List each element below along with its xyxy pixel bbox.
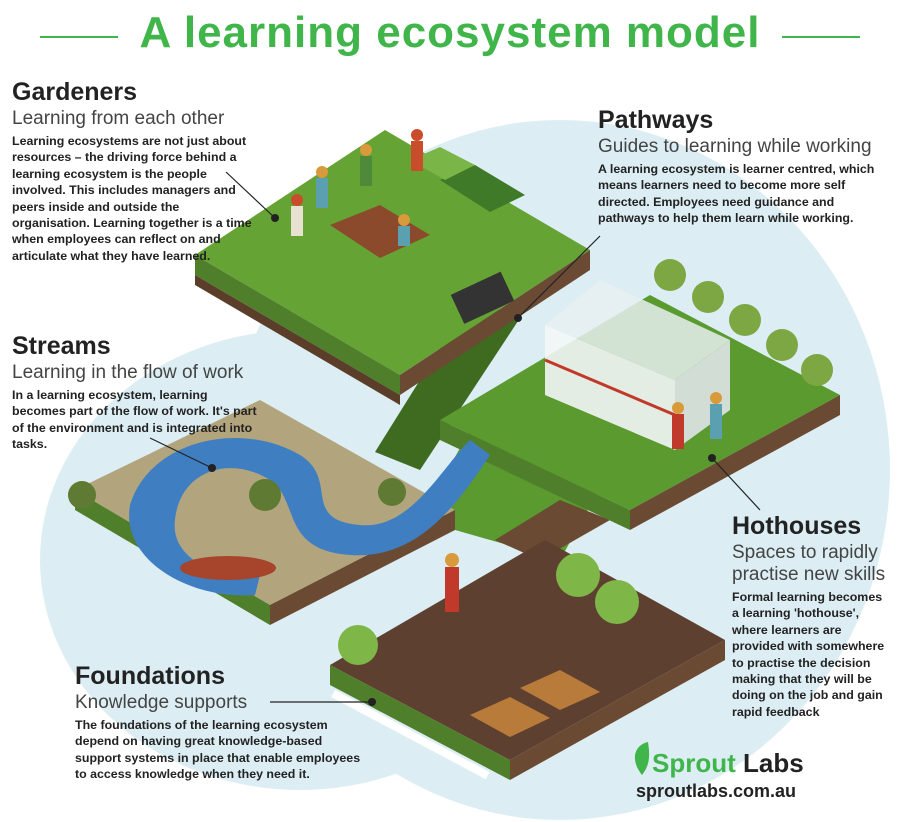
streams-tile — [68, 400, 490, 625]
tree — [654, 259, 686, 291]
path-strip-bottom — [495, 500, 610, 560]
canoe — [180, 556, 276, 580]
gardeners-block: Gardeners Learning from each other Learn… — [12, 78, 257, 264]
streams-heading: Streams — [12, 332, 111, 360]
gardeners-body: Learning ecosystems are not just about r… — [12, 134, 252, 263]
foundations-block: Foundations Knowledge supports The found… — [75, 662, 370, 783]
leader-hothouses — [711, 457, 761, 511]
page-title: A learning ecosystem model — [139, 8, 761, 57]
seedling-tray — [520, 670, 600, 710]
logo-brand-green: Sprout — [652, 748, 736, 778]
pathways-heading: Pathways — [598, 106, 714, 134]
title-rule-left — [40, 36, 118, 38]
pathways-body: A learning ecosystem is learner centred,… — [598, 162, 875, 226]
greenhouse-roof — [545, 280, 730, 380]
leader-streams — [149, 437, 213, 469]
foundations-subheading: Knowledge supports — [75, 692, 248, 713]
fence — [331, 690, 490, 780]
foundations-tile — [330, 540, 725, 780]
title-rule-right — [782, 36, 860, 38]
hothouses-subheading: Spaces to rapidly practise new skills — [732, 542, 886, 585]
streams-subheading: Learning in the flow of work — [12, 362, 244, 383]
pathways-block: Pathways Guides to learning while workin… — [598, 106, 894, 227]
gardeners-tile — [195, 129, 590, 405]
hothouses-tile — [440, 259, 840, 530]
gardeners-subheading: Learning from each other — [12, 108, 225, 129]
logo-brand-dark: Labs — [743, 748, 804, 778]
logo-wordmark: Sprout Labs — [636, 748, 804, 779]
leader-pathways — [517, 235, 601, 319]
garden-bed — [440, 165, 525, 212]
person — [291, 194, 303, 206]
garden-bed-2 — [410, 147, 475, 180]
bench-gate — [450, 271, 515, 324]
logo-url[interactable]: sproutlabs.com.au — [636, 781, 797, 801]
foundations-body: The foundations of the learning ecosyste… — [75, 718, 361, 782]
foundations-heading: Foundations — [75, 662, 225, 690]
person — [445, 553, 459, 567]
sprout-labs-logo: Sprout Labs sproutlabs.com.au — [636, 748, 804, 802]
hothouses-heading: Hothouses — [732, 512, 862, 540]
streams-body: In a learning ecosystem, learning become… — [12, 388, 257, 452]
sprout-leaf-icon — [634, 742, 650, 775]
streams-block: Streams Learning in the flow of work In … — [12, 332, 262, 453]
hothouses-block: Hothouses Spaces to rapidly practise new… — [732, 512, 892, 720]
gardeners-heading: Gardeners — [12, 78, 138, 106]
pathways-subheading: Guides to learning while working — [598, 136, 872, 157]
path-strip-top — [375, 300, 520, 470]
person — [672, 402, 684, 414]
leader-gardeners — [225, 171, 276, 219]
hay-bale — [556, 553, 600, 597]
river — [129, 437, 490, 596]
hothouses-body: Formal learning becomes a learning 'hoth… — [732, 590, 885, 719]
